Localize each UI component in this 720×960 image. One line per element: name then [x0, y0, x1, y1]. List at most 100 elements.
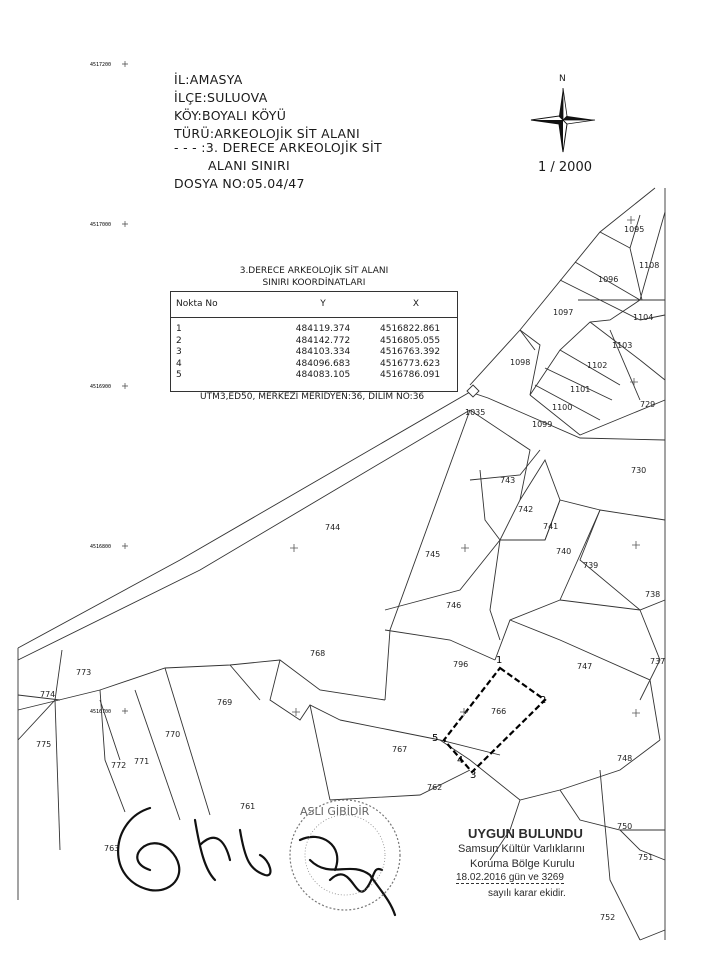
parcel-label: 742 — [518, 505, 533, 514]
cell-x: 4516763.392 — [380, 347, 441, 357]
site-point-label: 1 — [496, 655, 502, 666]
header-dosya: DOSYA NO:05.04/47 — [174, 176, 305, 191]
seal-text: ASLI GİBİDİR — [300, 805, 370, 818]
parcel-label: 1035 — [465, 408, 485, 417]
header-legend-line2: ALANI SINIRI — [208, 158, 290, 173]
parcel-label: 746 — [446, 601, 461, 610]
parcel-label: 744 — [325, 523, 340, 532]
cell-y: 484142.772 — [295, 335, 351, 346]
parcel-label: 1099 — [532, 420, 552, 429]
parcel-label: 1101 — [570, 385, 590, 394]
cell-y: 484083.105 — [295, 370, 351, 380]
parcel-label: 729 — [640, 400, 655, 409]
parcel-label: 1104 — [633, 313, 653, 322]
side-tick-mark — [122, 543, 128, 549]
parcel-label: 740 — [556, 547, 571, 556]
parcel-label: 769 — [217, 698, 232, 707]
parcel-label: 750 — [617, 822, 632, 831]
stamp-line3: 18.02.2016 gün ve 3269 — [456, 872, 564, 884]
parcel-label: 739 — [583, 561, 598, 570]
parcel-boundaries — [17, 187, 666, 941]
side-tick-mark — [122, 383, 128, 389]
parcel-label: 743 — [500, 476, 515, 485]
scale-label: 1 / 2000 — [538, 160, 592, 175]
stamp-line1: Samsun Kültür Varlıklarını — [458, 843, 585, 855]
parcel-label: 730 — [631, 466, 646, 475]
header-ilce: İLÇE:SULUOVA — [174, 90, 268, 105]
parcel-label: 1095 — [624, 225, 644, 234]
parcel-label: 772 — [111, 761, 126, 770]
table-row: 2 484142.772 4516805.055 — [170, 336, 458, 348]
north-label: N — [559, 74, 566, 84]
cell-x: 4516822.861 — [380, 324, 441, 334]
parcel-label: 771 — [134, 757, 149, 766]
table-row: 1 484119.374 4516822.861 — [170, 318, 458, 336]
parcel-label: 1098 — [510, 358, 530, 367]
site-point-label: 4 — [457, 755, 463, 766]
parcel-label: 774 — [40, 690, 55, 699]
parcel-label: 752 — [600, 913, 615, 922]
side-tick-mark — [122, 221, 128, 227]
side-tick-label: 4516900 — [90, 384, 111, 390]
parcel-label: 770 — [165, 730, 180, 739]
cell-nokta: 5 — [176, 370, 182, 380]
coord-table-title-line1: 3.DERECE ARKEOLOJİK SİT ALANI — [239, 266, 389, 276]
parcel-label: 745 — [425, 550, 440, 559]
stamp-title: UYGUN BULUNDU — [468, 826, 583, 841]
parcel-label: 1102 — [587, 361, 607, 370]
col-header-y: Y — [272, 291, 374, 318]
site-boundary — [442, 666, 547, 774]
parcel-label: 751 — [638, 853, 653, 862]
parcel-label: 737 — [650, 657, 665, 666]
north-arrow-icon — [530, 87, 596, 153]
site-point-label: 2 — [540, 695, 546, 706]
cell-nokta: 3 — [176, 347, 182, 357]
parcel-label: 767 — [392, 745, 407, 754]
parcel-label: 1097 — [553, 308, 573, 317]
cell-x: 4516773.623 — [380, 358, 441, 369]
cell-nokta: 4 — [176, 358, 182, 369]
header-turu: TÜRÜ:ARKEOLOJİK SİT ALANI — [174, 126, 361, 141]
parcel-label: 775 — [36, 740, 51, 749]
parcel-label: 763 — [104, 844, 119, 853]
parcel-label: 741 — [543, 522, 558, 531]
side-tick-label: 4516700 — [90, 709, 111, 715]
parcel-label: 1096 — [598, 275, 618, 284]
side-tick-mark — [122, 61, 128, 67]
parcel-label: 768 — [310, 649, 325, 658]
coord-table-footer: UTM3,ED50, MERKEZİ MERİDYEN:36, DİLİM NO… — [200, 392, 425, 402]
side-tick-mark — [122, 708, 128, 714]
parcel-label: 748 — [617, 754, 632, 763]
col-header-x: X — [374, 291, 458, 318]
stamp-line4: sayılı karar ekidir. — [488, 888, 566, 899]
header-il: İL:AMASYA — [174, 72, 243, 87]
cell-y: 484096.683 — [295, 358, 351, 369]
parcel-label: 762 — [427, 783, 442, 792]
parcel-labels: 1095 1096 1108 1097 1104 1103 1102 1098 … — [36, 225, 665, 922]
table-row: 3 484103.334 4516763.392 — [170, 347, 458, 359]
header-legend-line1: - - - :3. DERECE ARKEOLOJİK SİT — [174, 140, 382, 155]
official-seal: ASLI GİBİDİR — [289, 799, 401, 911]
coord-table-title-line2: SINIRI KOORDİNATLARI — [262, 278, 366, 288]
table-row: 5 484083.105 4516786.091 — [170, 370, 458, 382]
site-point-label: 3 — [470, 770, 476, 781]
marker-diamond-icon — [466, 384, 480, 398]
parcel-label: 1108 — [639, 261, 659, 270]
parcel-label: 1103 — [612, 341, 632, 350]
cell-nokta: 1 — [176, 324, 182, 334]
side-tick-label: 4517200 — [90, 62, 111, 68]
parcel-label: 761 — [240, 802, 255, 811]
cell-x: 4516805.055 — [380, 335, 441, 346]
cell-y: 484103.334 — [295, 347, 351, 357]
parcel-label: 747 — [577, 662, 592, 671]
col-header-nokta: Nokta No — [170, 291, 272, 318]
site-point-label: 5 — [432, 733, 438, 744]
parcel-label: 738 — [645, 590, 660, 599]
parcel-label: 766 — [491, 707, 506, 716]
coord-table: Nokta No Y X 1 484119.374 4516822.861 2 … — [170, 291, 458, 382]
cell-y: 484119.374 — [295, 324, 351, 334]
parcel-label: 1100 — [552, 403, 572, 412]
cell-x: 4516786.091 — [380, 370, 441, 380]
